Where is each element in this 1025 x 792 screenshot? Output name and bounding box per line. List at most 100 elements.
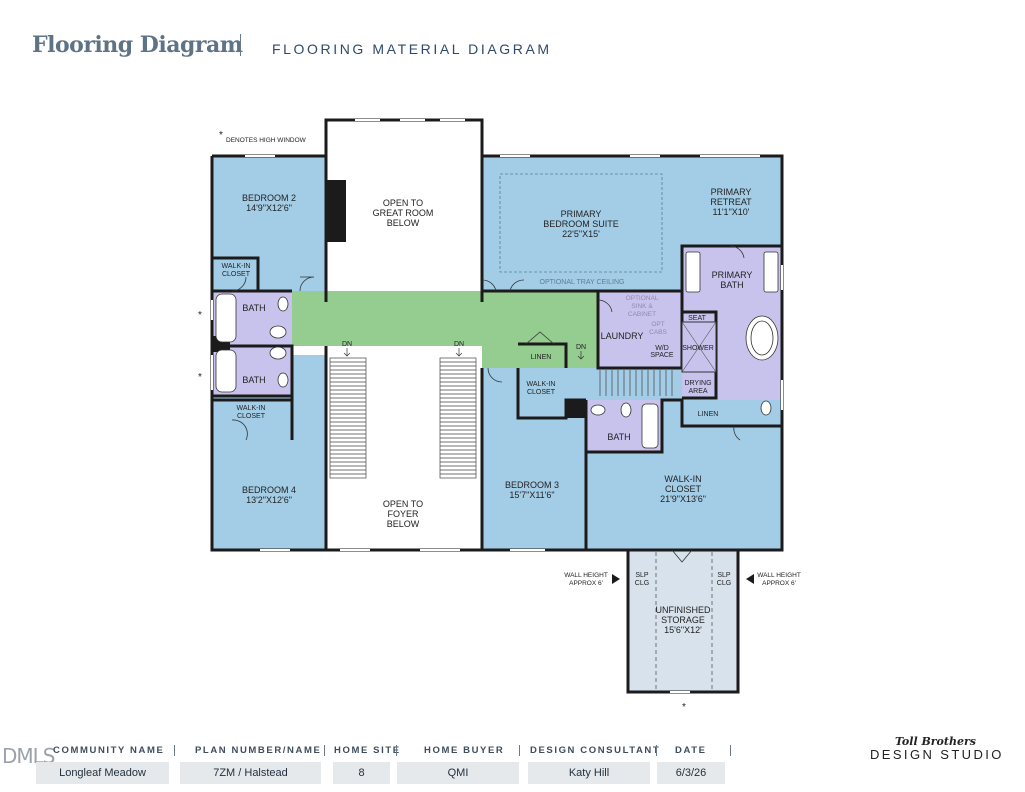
bedroom4-size: 13'2"X12'6": [246, 495, 292, 505]
laundry-label: LAUNDRY: [601, 331, 644, 341]
storage-slope-lines: [655, 552, 713, 690]
slp-left-line2: CLG: [635, 580, 649, 587]
storage-line2: STORAGE: [661, 615, 705, 625]
wall-height-right-line1: WALL HEIGHT: [757, 572, 801, 579]
walkin-b4-line2: CLOSET: [237, 413, 266, 420]
open-great-room-area: [326, 120, 482, 302]
primary-suite-line1: PRIMARY: [561, 209, 602, 219]
primary-retreat-line2: RETREAT: [710, 197, 752, 207]
hallway-hardwood-right: [482, 291, 598, 368]
date-label: DATE: [675, 745, 707, 756]
buyer-value: QMI: [397, 762, 519, 784]
primary-bath-line2: BATH: [720, 280, 743, 290]
foyer-line3: BELOW: [387, 519, 420, 529]
site-value: 8: [333, 762, 390, 784]
page-title: Flooring Diagram: [32, 32, 243, 58]
foyer-line2: FOYER: [387, 509, 419, 519]
consultant-value: Katy Hill: [528, 762, 650, 784]
tray-ceiling-outline: [499, 173, 663, 273]
hallway-hardwood: [292, 291, 482, 346]
storage-line1: UNFINISHED: [655, 605, 711, 615]
great-room-line2: GREAT ROOM: [373, 208, 434, 218]
fixtures: [215, 251, 779, 449]
primary-suite-size: 22'5"X15': [562, 229, 600, 239]
wall-height-right-line2: APPROX 6': [762, 580, 796, 587]
svg-text:*: *: [219, 130, 223, 141]
dn-mid-label: DN: [454, 341, 464, 348]
plan-value: 7ZM / Halstead: [180, 762, 321, 784]
title-divider: [240, 34, 241, 56]
footer-divider: [174, 745, 175, 756]
bath-lower-label: BATH: [242, 375, 265, 385]
community-label: COMMUNITY NAME: [53, 745, 165, 756]
wall-height-left-arrow: [612, 574, 620, 584]
bath-b3-label: BATH: [607, 432, 630, 442]
opt-cabs-line1: OPT: [651, 321, 664, 328]
great-room-line1: OPEN TO: [383, 198, 423, 208]
walkin-b2-line1: WALK-IN: [222, 263, 251, 270]
walls: [210, 118, 784, 694]
closet-walk-floor: [518, 368, 566, 418]
dn-left-label: DN: [342, 341, 352, 348]
linen-right-label: LINEN: [698, 411, 719, 418]
stairs: [329, 357, 673, 479]
slp-right-line1: SLP: [717, 572, 731, 579]
buyer-label: HOME BUYER: [424, 745, 505, 756]
shower-label: SHOWER: [682, 345, 714, 352]
slp-right-line2: CLG: [717, 580, 731, 587]
opt-cabs-line2: CABS: [649, 329, 667, 336]
door-swings: [231, 245, 745, 563]
walkin-primary-size: 21'9"X13'6": [660, 494, 706, 504]
brand-logo: Toll Brothers: [895, 735, 976, 748]
windows: [211, 119, 783, 693]
footer-divider: [519, 745, 520, 756]
drying-line1: DRYING: [684, 380, 711, 387]
linen-upper-label: LINEN: [531, 354, 552, 361]
svg-text:*: *: [198, 372, 202, 383]
opt-sink-line1: OPTIONAL: [626, 295, 659, 302]
fireplace-block: [326, 180, 346, 242]
svg-text:*: *: [198, 310, 202, 321]
storage-size: 15'6"X12': [664, 625, 702, 635]
opt-sink-line2: SINK &: [631, 303, 653, 310]
bedroom2-label: BEDROOM 2: [242, 193, 296, 203]
walkin-b2-line2: CLOSET: [222, 271, 251, 278]
consultant-label: DESIGN CONSULTANT: [530, 745, 661, 756]
community-value: Longleaf Meadow: [36, 762, 169, 784]
svg-text:*: *: [682, 702, 686, 713]
primary-retreat-size: 11'1"X10': [713, 207, 750, 217]
bath-upper-label: BATH: [242, 303, 265, 313]
laundry-floor: [598, 291, 682, 368]
walkin-primary-line1: WALK-IN: [664, 474, 701, 484]
walkin-b4-line1: WALK-IN: [237, 405, 266, 412]
footer-divider: [656, 745, 657, 756]
room-fills: [212, 120, 782, 692]
primary-bath-line1: PRIMARY: [712, 270, 753, 280]
wall-height-left-line2: APPROX 6': [569, 580, 603, 587]
walkin-b3-line1: WALK-IN: [527, 381, 556, 388]
wall-height-left-line1: WALL HEIGHT: [564, 572, 608, 579]
wd-line1: W/D: [655, 345, 669, 352]
tray-ceiling-label: OPTIONAL TRAY CEILING: [540, 279, 625, 286]
bedroom-4-floor: [212, 395, 326, 550]
footer-divider: [730, 745, 731, 756]
date-value: 6/3/26: [657, 762, 725, 784]
left-lower-floor: [292, 355, 326, 400]
plan-label: PLAN NUMBER/NAME: [195, 745, 322, 756]
brand-subtitle: DESIGN STUDIO: [870, 747, 1004, 762]
closet-wall-block: [566, 400, 586, 418]
note-high-window: DENOTES HIGH WINDOW: [226, 137, 307, 144]
wd-line2: SPACE: [650, 352, 674, 359]
primary-suite-line2: BEDROOM SUITE: [543, 219, 619, 229]
room-labels: DENOTES HIGH WINDOW * BEDROOM 2 14'9"X12…: [198, 130, 801, 713]
primary-retreat-line1: PRIMARY: [711, 187, 752, 197]
walkin-primary-line2: CLOSET: [665, 484, 702, 494]
great-room-line3: BELOW: [387, 218, 420, 228]
site-label: HOME SITE: [334, 745, 401, 756]
seat-label: SEAT: [688, 315, 706, 322]
page-subtitle: FLOORING MATERIAL DIAGRAM: [272, 41, 552, 57]
opt-sink-line3: CABINET: [628, 311, 656, 318]
footer-divider: [324, 745, 325, 756]
wall-height-right-arrow: [746, 574, 754, 584]
